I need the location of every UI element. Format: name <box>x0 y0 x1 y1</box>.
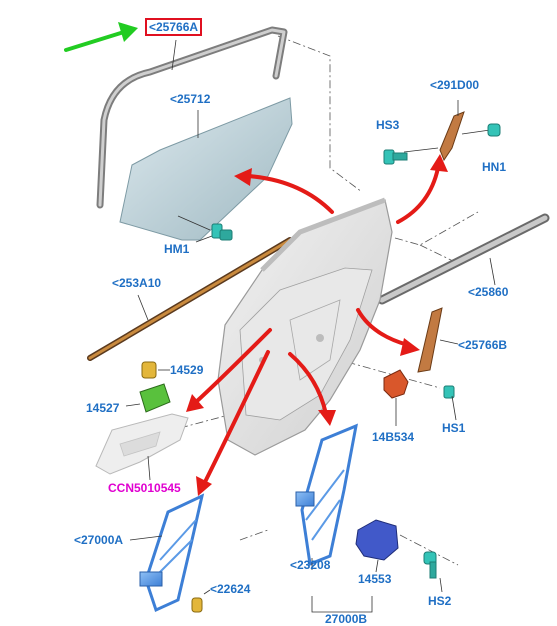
hinge-bracket <box>403 100 491 162</box>
part-label-switch[interactable]: 14527 <box>86 401 120 415</box>
part-label-regulator[interactable]: <27000A <box>74 533 124 547</box>
part-label-screw-hs3[interactable]: HS3 <box>376 118 400 132</box>
red-arrow-to-applique <box>356 308 410 347</box>
window-switch <box>125 383 171 413</box>
window-regulator <box>129 493 205 613</box>
regulator-track <box>295 423 358 570</box>
part-label-regulator-bracket[interactable]: <22624 <box>210 582 251 596</box>
group-bracket <box>311 596 373 613</box>
motor-screw <box>423 551 443 593</box>
latch <box>383 369 409 426</box>
door-glass <box>119 97 293 241</box>
part-label-hinge-bracket[interactable]: <291D00 <box>430 78 480 92</box>
part-label-switch-clip[interactable]: 14529 <box>170 363 204 377</box>
regulator-motor <box>355 519 399 573</box>
screw-hs3 <box>383 149 408 165</box>
part-label-bottom-group[interactable]: 27000B <box>325 612 368 626</box>
part-label-latch-screw[interactable]: HS1 <box>442 421 466 435</box>
screw-hn1 <box>487 123 501 137</box>
red-arrow-to-glass <box>246 174 334 214</box>
red-arrow-to-bracket <box>396 166 440 224</box>
door-shell <box>217 197 393 456</box>
part-label-glass[interactable]: <25712 <box>170 92 211 106</box>
inner-belt-weatherstrip <box>87 237 293 361</box>
part-label-motor-screw[interactable]: HS2 <box>428 594 452 608</box>
switch-bezel <box>95 413 189 481</box>
red-arrow-to-bezel <box>194 328 272 404</box>
part-label-window-run[interactable]: <25766A <box>145 18 203 36</box>
part-label-inner-belt[interactable]: <253A10 <box>112 276 162 290</box>
part-label-glass-bolt[interactable]: HM1 <box>164 242 190 256</box>
regulator-bracket <box>191 589 211 613</box>
part-label-outer-belt[interactable]: <25860 <box>468 285 509 299</box>
part-label-screw-hn1[interactable]: HN1 <box>482 160 507 174</box>
green-arrow-icon <box>64 22 138 52</box>
part-label-motor[interactable]: 14553 <box>358 572 392 586</box>
outer-belt-weatherstrip <box>377 213 550 305</box>
part-label-applique[interactable]: <25766B <box>458 338 508 352</box>
window-run-channel <box>96 26 288 209</box>
part-label-switch-bezel[interactable]: CCN5010545 <box>108 481 181 495</box>
switch-clip <box>141 361 170 379</box>
callout-arrows <box>194 166 440 486</box>
callout-arrowheads <box>186 154 448 496</box>
part-label-regulator-track[interactable]: <23208 <box>290 558 331 572</box>
latch-screw <box>443 385 457 421</box>
part-label-latch[interactable]: 14B534 <box>372 430 415 444</box>
red-arrow-to-track <box>288 352 328 416</box>
applique <box>417 307 459 373</box>
glass-bolt <box>177 215 233 243</box>
red-arrow-to-regulator <box>202 350 270 486</box>
